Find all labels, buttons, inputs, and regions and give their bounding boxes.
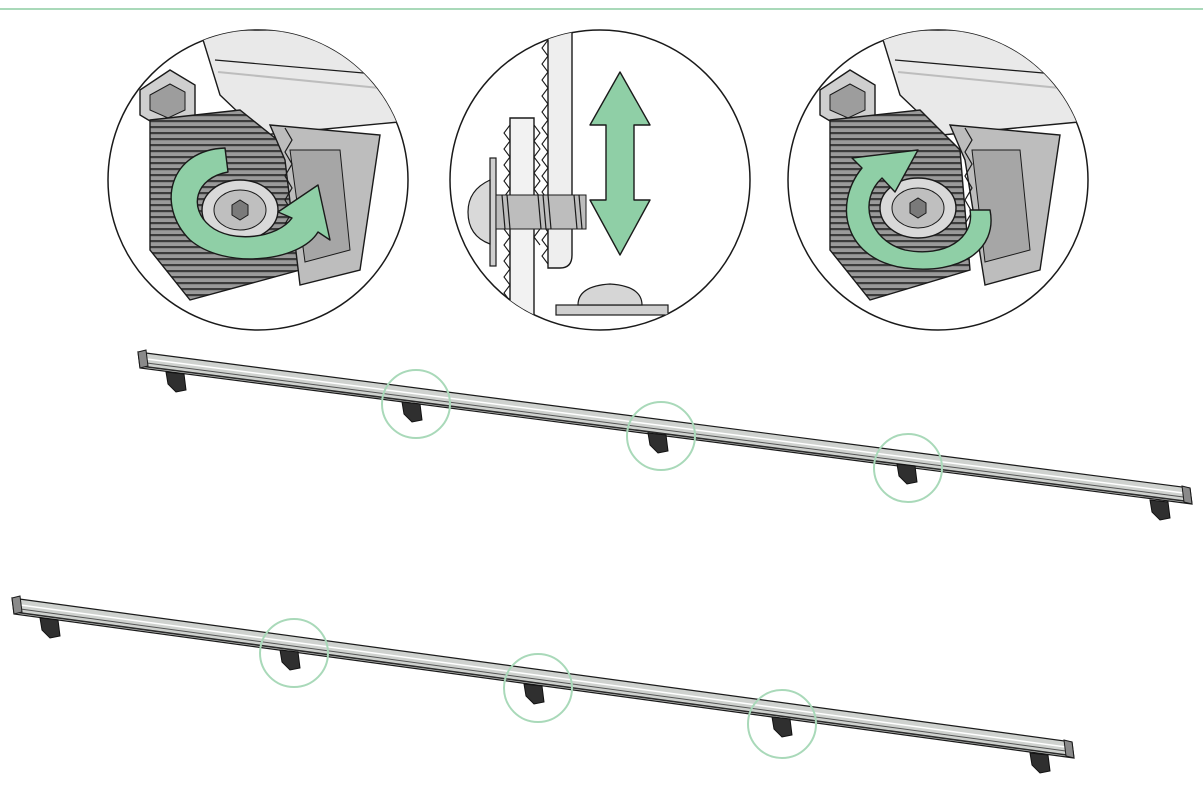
rail-clamp xyxy=(896,463,918,485)
rotate-clockwise-arrow-icon xyxy=(170,147,331,260)
top-divider-line xyxy=(0,8,1203,10)
rail-clamp xyxy=(523,683,545,705)
detail-view-rotate-clockwise xyxy=(107,29,409,331)
highlight-circle xyxy=(873,433,943,503)
rail-clamp xyxy=(279,649,301,671)
rail-clamp xyxy=(1029,752,1051,774)
lower-rail-highlights xyxy=(259,618,817,759)
highlight-circle xyxy=(381,369,451,439)
detail-view-rotate-counterclockwise xyxy=(787,29,1089,331)
highlight-circle xyxy=(503,653,573,723)
upper-rail-clamps xyxy=(165,371,1171,521)
rail-clamp xyxy=(39,617,61,639)
rail-clamp xyxy=(165,371,187,393)
rotate-counterclockwise-arrow-icon xyxy=(845,149,992,270)
lower-rail xyxy=(11,595,1075,759)
rail-clamp xyxy=(771,716,793,738)
highlight-circle xyxy=(626,401,696,471)
rail-clamp xyxy=(401,401,423,423)
rail-clamp xyxy=(1149,499,1171,521)
detail-view-adjust-height xyxy=(449,29,751,331)
up-down-arrow-icon xyxy=(589,71,651,256)
highlight-circle xyxy=(259,618,329,688)
lower-rail-clamps xyxy=(39,617,1051,774)
highlight-circle xyxy=(747,689,817,759)
upper-rail xyxy=(137,349,1193,505)
rail-clamp xyxy=(647,432,669,454)
upper-rail-highlights xyxy=(381,369,943,503)
